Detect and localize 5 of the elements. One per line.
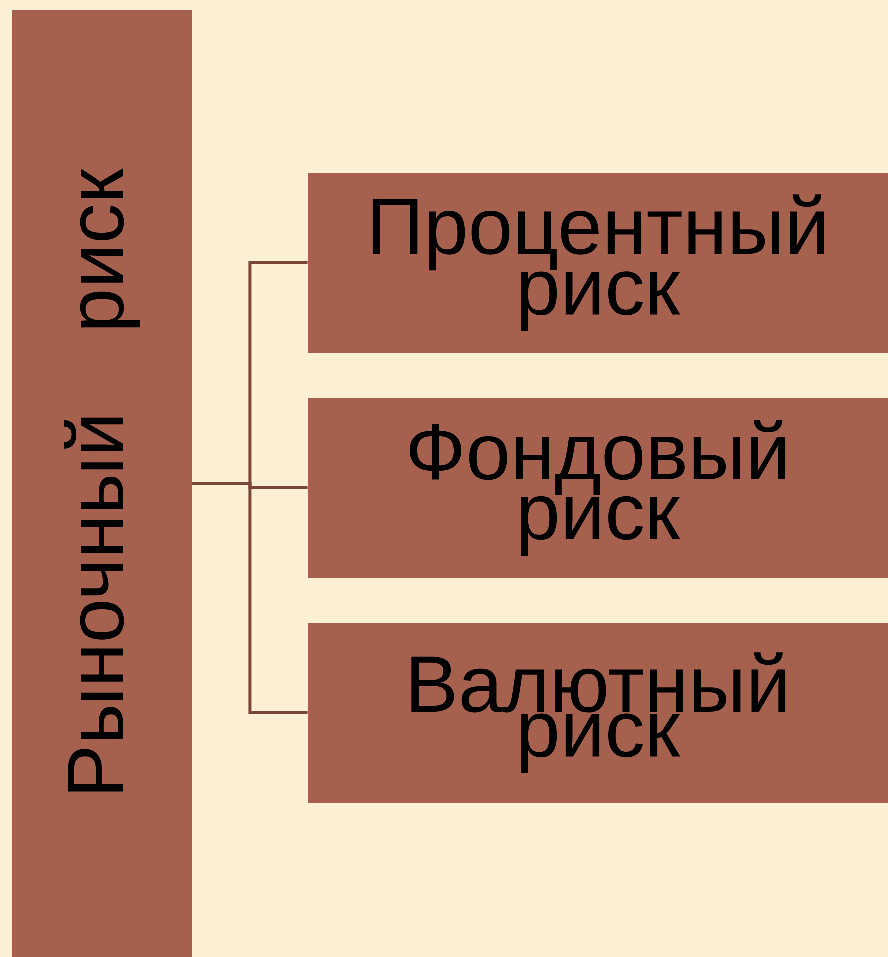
- category-bar: Рыночный риск: [12, 10, 192, 957]
- connector-line: [192, 482, 308, 714]
- category-box: Валютный риск: [308, 623, 888, 803]
- category-box: Процентный риск: [308, 173, 888, 353]
- category-box: Фондовый риск: [308, 398, 888, 578]
